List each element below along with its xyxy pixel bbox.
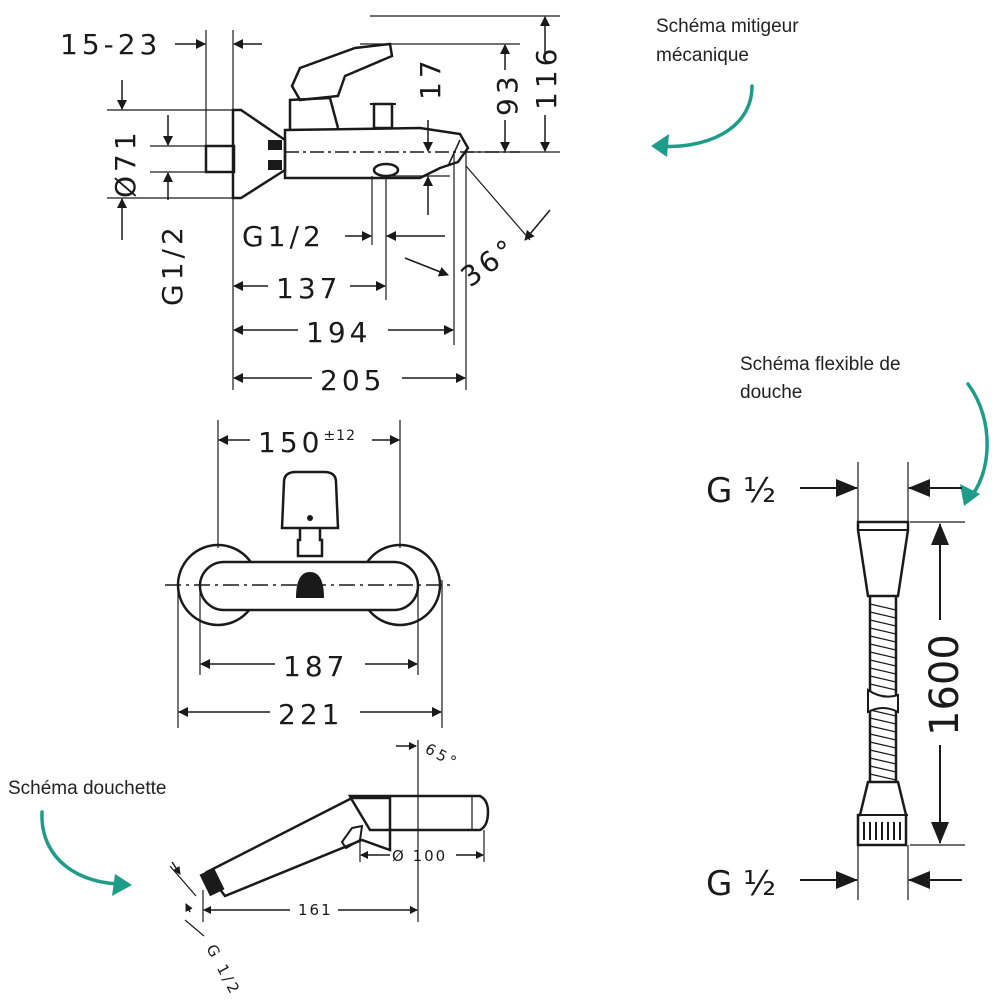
hose-g-bottom: G ½	[706, 864, 776, 904]
handshower-view: 65° Ø 100 161 G 1/2	[169, 740, 490, 999]
caption-mixer-arrow-icon	[654, 84, 754, 149]
mixer-body	[283, 126, 470, 180]
mixer-extension-lines	[107, 15, 560, 390]
dim-g12-spout: G1/2	[242, 220, 325, 253]
dim-150-tolerance: ±12	[323, 428, 356, 444]
hose-g-top: G ½	[706, 471, 776, 511]
handshower-length-161: 161	[298, 901, 333, 919]
dim-93: 93	[491, 72, 524, 116]
caption-mixer-arrowhead-icon	[651, 134, 669, 157]
dim-g12-vertical: G1/2	[156, 223, 189, 306]
hose-length-1600: 1600	[922, 634, 968, 736]
caption-hose-line2: douche	[740, 382, 802, 403]
mixer-front-view: 150±12 187 221	[165, 420, 455, 731]
dim-17: 17	[414, 56, 447, 100]
handshower-angle-65: 65°	[422, 740, 462, 773]
mixer-front-lever	[280, 470, 340, 530]
mixer-wall-flange	[231, 108, 287, 200]
caption-hose-line1: Schéma flexible de	[740, 354, 901, 375]
dim-205: 205	[320, 364, 385, 397]
handshower-head	[347, 794, 490, 832]
mixer-connector	[204, 144, 236, 174]
caption-handshower-arrow-icon	[40, 810, 128, 886]
dim-116: 116	[530, 45, 563, 110]
dim-150-value: 150	[258, 426, 323, 459]
caption-handshower: Schéma douchette	[8, 778, 166, 896]
caption-handshower-arrowhead-icon	[112, 874, 132, 896]
mixer-diverter-knob	[372, 102, 394, 130]
dim-150: 150±12	[258, 426, 356, 459]
handshower-handle	[205, 796, 392, 898]
dim-221: 221	[278, 698, 343, 731]
mixer-lever	[290, 42, 394, 102]
mixer-front-diverter	[296, 528, 324, 558]
caption-hose-arrowhead-icon	[960, 484, 980, 506]
handshower-thread	[199, 867, 225, 897]
handshower-diameter-100: Ø 100	[392, 847, 447, 865]
caption-mixer: Schéma mitigeur mécanique	[651, 16, 799, 157]
mixer-side-view: 15-23 Ø71 G1/2 116 93 17 G1/2 36° 137	[60, 15, 563, 397]
caption-mixer-line2: mécanique	[656, 45, 749, 66]
caption-handshower-text: Schéma douchette	[8, 778, 166, 799]
handshower-g12: G 1/2	[202, 941, 244, 998]
hose-view: G ½ G ½ 1600	[706, 462, 968, 904]
mixer-lever-housing	[288, 96, 340, 130]
dim-187: 187	[283, 650, 348, 683]
hose-top-nut	[856, 520, 910, 598]
hose-tube	[868, 596, 898, 782]
dim-36-deg: 36°	[455, 231, 524, 294]
caption-mixer-line1: Schéma mitigeur	[656, 16, 799, 37]
dim-137: 137	[276, 272, 341, 305]
mixer-outlet	[372, 162, 400, 178]
mixer-nut-bottom	[268, 160, 282, 170]
dim-o71: Ø71	[109, 128, 142, 198]
caption-hose-arrow-icon	[966, 382, 989, 502]
mixer-nut-top	[268, 140, 282, 150]
dim-15-23: 15-23	[60, 28, 161, 61]
caption-hose: Schéma flexible de douche	[740, 354, 989, 506]
dim-194: 194	[306, 316, 371, 349]
